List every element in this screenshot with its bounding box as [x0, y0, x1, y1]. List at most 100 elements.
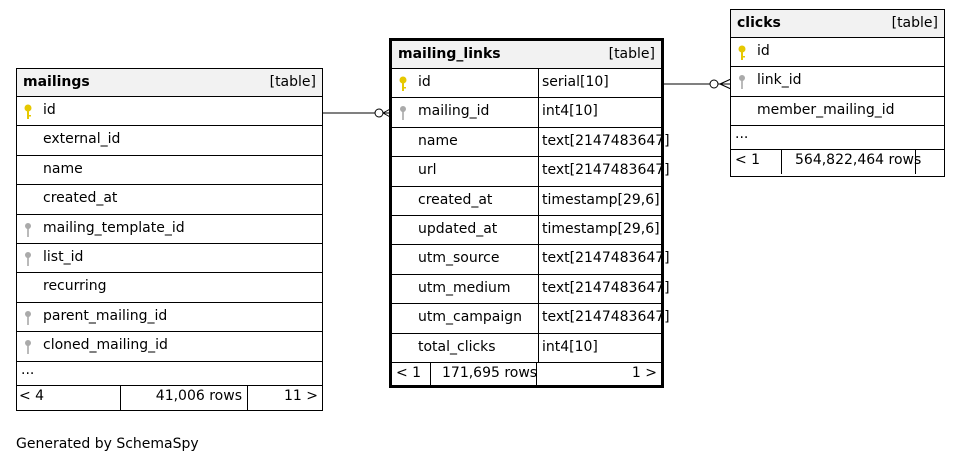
column-divider [538, 304, 539, 333]
column-row: cloned_mailing_id [17, 332, 322, 362]
column-name: total_clicks [418, 338, 496, 355]
column-type: text[2147483647] [542, 162, 670, 179]
foreign-key-icon [25, 251, 31, 266]
column-row: recurring [17, 273, 322, 303]
column-divider [538, 245, 539, 274]
table-clicks[interactable]: clicks [table] id link_id member_mailing… [730, 9, 945, 177]
column-row: url text[2147483647] [392, 157, 670, 187]
more-columns-indicator: ... [731, 126, 944, 151]
column-name: utm_source [418, 250, 500, 267]
column-divider [538, 98, 539, 127]
column-row: link_id [731, 67, 944, 97]
row-count: 564,822,464 rows [795, 152, 922, 169]
column-divider [538, 127, 539, 157]
column-type: text[2147483647] [542, 309, 670, 326]
primary-key-icon [24, 104, 32, 119]
foreign-key-icon [25, 222, 31, 237]
footer-divider [430, 362, 431, 387]
column-name: cloned_mailing_id [43, 337, 168, 354]
column-row: name [17, 156, 322, 186]
column-name: id [43, 102, 56, 118]
parents-link[interactable]: < 4 [19, 387, 45, 404]
column-name: mailing_template_id [43, 219, 185, 236]
column-name: name [418, 132, 458, 149]
column-name: id [757, 43, 770, 59]
table-mailing-links[interactable]: mailing_links [table] id serial[10] mail… [389, 38, 670, 388]
column-row: updated_at timestamp[29,6] [392, 215, 661, 246]
link-mailing-links-to-clicks [662, 78, 732, 90]
generator-credit: Generated by SchemaSpy [16, 436, 199, 452]
foreign-key-icon [25, 310, 31, 325]
column-row: id serial[10] [392, 69, 661, 99]
column-divider [538, 333, 539, 362]
parents-link[interactable]: < 1 [735, 152, 761, 169]
column-name: created_at [43, 190, 118, 207]
footer-divider [781, 150, 782, 175]
footer-divider [915, 150, 916, 175]
table-header: clicks [table] [731, 10, 944, 38]
column-row: name text[2147483647] [392, 127, 670, 158]
table-footer: < 1 564,822,464 rows [731, 150, 944, 175]
column-row: utm_campaign text[2147483647] [392, 304, 670, 334]
column-name: parent_mailing_id [43, 307, 168, 324]
table-name: mailing_links [398, 46, 501, 62]
row-count: 41,006 rows [155, 387, 242, 404]
table-kind: [table] [608, 46, 655, 62]
column-name: created_at [418, 191, 493, 208]
column-divider [538, 274, 539, 304]
children-link[interactable]: 11 > [284, 387, 318, 404]
foreign-key-icon [400, 106, 406, 121]
link-mailings-to-mailing-links [323, 107, 393, 119]
column-divider [538, 69, 539, 98]
table-name: mailings [23, 74, 90, 90]
column-name: external_id [43, 131, 121, 148]
column-name: utm_campaign [418, 309, 523, 326]
column-type: timestamp[29,6] [542, 220, 660, 237]
column-name: recurring [43, 278, 107, 295]
table-footer: < 4 41,006 rows 11 > [17, 385, 322, 410]
row-count: 171,695 rows [442, 364, 538, 381]
table-kind: [table] [891, 15, 938, 31]
table-footer: < 1 171,695 rows 1 > [392, 362, 661, 387]
column-type: text[2147483647] [542, 132, 670, 149]
column-row: total_clicks int4[10] [392, 333, 661, 363]
ellipsis-text: ... [21, 361, 35, 378]
column-name: member_mailing_id [757, 101, 895, 118]
parents-link[interactable]: < 1 [396, 364, 422, 381]
column-name: url [418, 162, 437, 179]
column-row: created_at timestamp[29,6] [392, 186, 661, 216]
footer-divider [247, 385, 248, 410]
table-mailings[interactable]: mailings [table] id external_id name cre… [16, 68, 323, 411]
column-row: utm_medium text[2147483647] [392, 274, 670, 305]
primary-key-icon [738, 45, 746, 60]
more-columns-indicator: ... [17, 362, 322, 386]
foreign-key-icon [739, 75, 745, 90]
column-name: list_id [43, 248, 84, 265]
footer-divider [120, 385, 121, 410]
column-row: id [731, 38, 944, 68]
column-row: parent_mailing_id [17, 303, 322, 333]
footer-divider [536, 362, 537, 387]
column-type: serial[10] [542, 74, 609, 90]
column-row: list_id [17, 244, 322, 274]
column-name: name [43, 160, 83, 177]
column-row: external_id [17, 126, 322, 156]
column-row: member_mailing_id [731, 97, 944, 127]
table-kind: [table] [269, 74, 316, 90]
column-type: int4[10] [542, 338, 598, 355]
column-type: text[2147483647] [542, 279, 670, 296]
column-row: id [17, 97, 322, 127]
table-header: mailings [table] [17, 69, 322, 97]
column-type: int4[10] [542, 103, 598, 120]
primary-key-icon [399, 76, 407, 91]
column-divider [538, 157, 539, 186]
children-link[interactable]: 1 > [631, 364, 657, 381]
ellipsis-text: ... [735, 126, 749, 143]
column-name: link_id [757, 72, 802, 89]
column-type: text[2147483647] [542, 250, 670, 267]
column-divider [538, 215, 539, 245]
column-type: timestamp[29,6] [542, 191, 660, 208]
table-header: mailing_links [table] [392, 41, 661, 69]
table-name: clicks [737, 15, 781, 31]
